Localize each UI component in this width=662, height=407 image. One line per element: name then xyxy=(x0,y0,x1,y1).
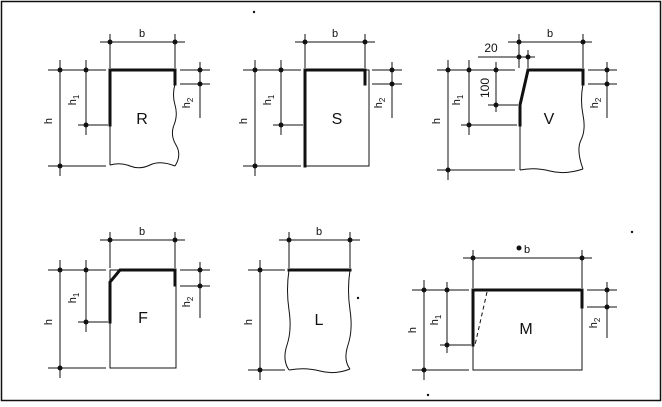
panel-v-20-label: 20 xyxy=(484,41,498,55)
panel-f-h-label: h xyxy=(43,319,55,325)
panel-r-h2-label: h2 xyxy=(181,97,195,108)
panel-f-reinforcement xyxy=(108,268,177,324)
speck xyxy=(426,393,430,397)
panel-l-left-edge xyxy=(284,269,291,371)
panel-s-h1-label: h1 xyxy=(262,94,276,105)
panel-f-h2-label: h2 xyxy=(181,296,195,307)
speck xyxy=(630,230,634,234)
panel-s: b h h1 h2 S xyxy=(238,28,402,176)
panel-f-b-label: b xyxy=(139,226,145,238)
panel-m-reinforcement xyxy=(471,288,584,347)
panel-s-h-label: h xyxy=(238,118,250,124)
panel-v-h1-label: h1 xyxy=(451,94,465,105)
panel-r-reinforcement xyxy=(108,68,177,127)
panel-s-b-label: b xyxy=(332,28,338,40)
panel-l-letter: L xyxy=(315,312,324,329)
panel-l: b h L xyxy=(243,226,360,380)
panel-r-b-label: b xyxy=(139,28,145,40)
panel-v-b-label: b xyxy=(547,28,553,40)
panel-m-letter: M xyxy=(519,321,532,338)
panel-v-h-label: h xyxy=(431,118,443,124)
speck xyxy=(252,10,256,14)
panel-f-h1-label: h1 xyxy=(67,292,81,303)
panel-l-right-edge xyxy=(345,269,352,370)
panel-v-100-label: 100 xyxy=(478,78,492,98)
panel-m-h1-label: h1 xyxy=(429,314,443,325)
panel-l-h-label: h xyxy=(243,319,255,325)
panel-v-reinforcement xyxy=(518,68,585,127)
panel-v-h2-label: h2 xyxy=(589,97,603,108)
panel-m-h2-label: h2 xyxy=(588,317,602,328)
panel-s-reinforcement xyxy=(303,68,367,168)
panel-s-h2-label: h2 xyxy=(373,97,387,108)
panel-m-b-label: b xyxy=(524,244,530,256)
panel-r: b h h1 h2 R xyxy=(43,28,210,176)
panel-r-break-line xyxy=(109,162,176,169)
panel-f-letter: F xyxy=(138,310,148,327)
panel-l-break-line xyxy=(288,368,351,374)
speck xyxy=(356,296,360,300)
panel-v: b 20 h h1 100 h2 V xyxy=(431,28,617,180)
panel-v-right-edge xyxy=(578,83,585,170)
panel-l-b-label: b xyxy=(316,226,322,238)
panel-r-h1-label: h1 xyxy=(67,94,81,105)
panel-v-letter: V xyxy=(544,111,555,128)
panel-r-h-label: h xyxy=(43,118,55,124)
panel-r-letter: R xyxy=(136,111,148,128)
panel-m: b h h1 h2 M xyxy=(407,244,617,380)
panel-m-dashed-line xyxy=(474,291,488,346)
panel-s-letter: S xyxy=(332,111,343,128)
panel-r-right-edge xyxy=(171,83,180,167)
panel-v-break-line xyxy=(519,168,584,174)
panel-m-h-label: h xyxy=(407,327,419,333)
panel-f: b h h1 h2 F xyxy=(43,226,210,378)
